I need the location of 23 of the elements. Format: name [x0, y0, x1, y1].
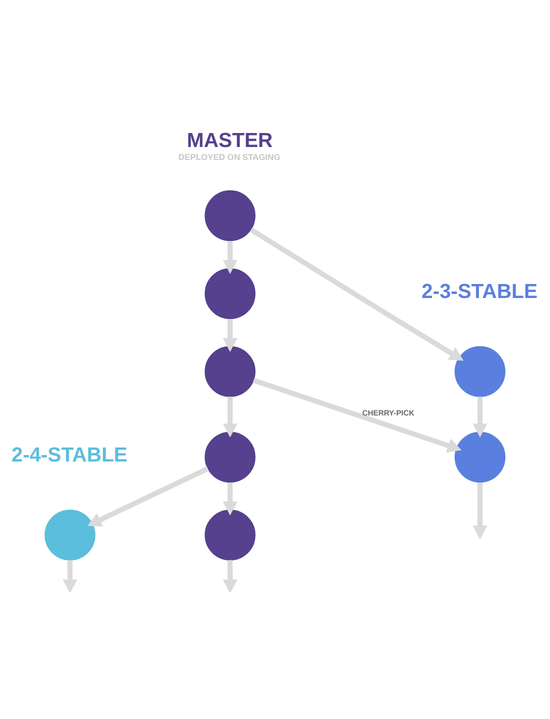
arrow	[87, 466, 209, 526]
node-circle	[454, 346, 506, 396]
node-label: MASTER	[186, 130, 273, 152]
node-circle	[204, 346, 256, 396]
node-circle	[204, 431, 256, 482]
arrow	[250, 226, 464, 360]
arrow	[222, 318, 238, 352]
arrow	[472, 396, 488, 438]
arrow	[62, 560, 78, 592]
node-circle	[204, 190, 256, 241]
arrow	[252, 377, 462, 452]
arrow	[222, 560, 238, 592]
node-circle	[454, 431, 506, 482]
node-circle	[204, 268, 256, 319]
edge-label: CHERRY-PICK	[362, 408, 414, 417]
arrow	[222, 240, 238, 274]
node-circle	[44, 509, 96, 560]
arrow	[222, 396, 238, 438]
arrow	[472, 482, 488, 540]
node-label: 2-4-STABLE	[12, 444, 128, 466]
node-label: 2-3-STABLE	[422, 280, 538, 303]
arrow	[222, 482, 238, 515]
node-circle	[204, 509, 256, 560]
